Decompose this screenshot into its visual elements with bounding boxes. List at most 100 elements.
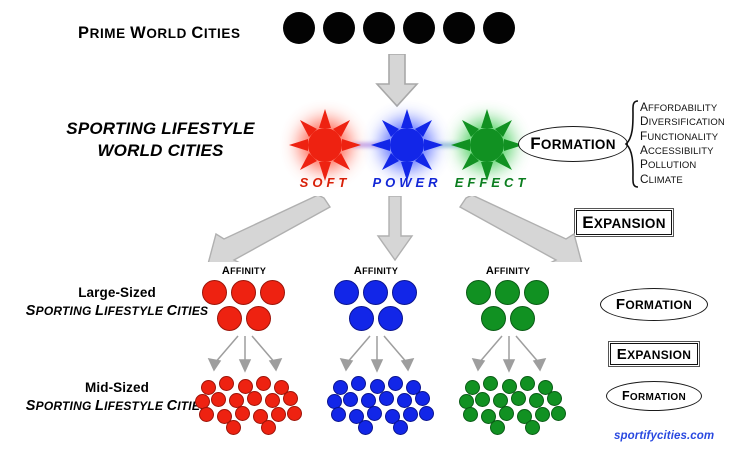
large-sized-tier-label: Large-Sized SPORTING LIFESTYLE CITIES xyxy=(22,285,212,320)
large-city-dot xyxy=(481,306,506,331)
fan-arrows-red-icon xyxy=(207,335,283,373)
prime-city-dot xyxy=(483,12,515,44)
node-effect-burst xyxy=(450,108,524,182)
mid-city-dot xyxy=(397,393,412,408)
affinity-label-green: AFFINITY xyxy=(485,265,531,277)
mid-city-dot xyxy=(238,379,253,394)
large-city-dot xyxy=(349,306,374,331)
formation-badge-mid[interactable]: FORMATION xyxy=(606,381,702,411)
prime-city-dot xyxy=(283,12,315,44)
large-city-dot xyxy=(202,280,227,305)
large-city-dot xyxy=(466,280,491,305)
formation-attribute: POLLUTION xyxy=(640,157,697,172)
fan-arrows-blue-icon xyxy=(339,335,415,373)
mid-city-dot xyxy=(287,406,302,421)
mid-city-dot xyxy=(349,409,364,424)
mid-city-dot xyxy=(406,380,421,395)
mid-sized-tier-label: Mid-Sized SPORTING LIFESTYLE CITIES xyxy=(22,380,212,415)
expansion-badge-top[interactable]: EXPANSION xyxy=(574,208,674,237)
affinity-label-red: AFFINITY xyxy=(221,265,267,277)
arrow-core-to-green-column-icon xyxy=(458,196,583,262)
mid-city-dot xyxy=(520,376,535,391)
mid-city-dot xyxy=(481,409,496,424)
mid-city-dot xyxy=(358,420,373,435)
large-city-dot xyxy=(334,280,359,305)
formation-attribute: AFFORDABILITY xyxy=(640,99,718,114)
mid-city-dot xyxy=(403,407,418,422)
footer-watermark[interactable]: sportifycities.com xyxy=(614,430,715,442)
node-connector xyxy=(432,143,462,147)
mid-city-dot xyxy=(235,406,250,421)
formation-attribute: CLIMATE xyxy=(640,171,683,186)
mid-city-dot xyxy=(483,376,498,391)
large-city-dot xyxy=(217,306,242,331)
large-cluster-blue xyxy=(330,280,422,332)
prime-city-dot xyxy=(403,12,435,44)
mid-city-dot xyxy=(211,392,226,407)
mid-city-dot xyxy=(490,420,505,435)
mid-city-dot xyxy=(499,406,514,421)
mid-cluster-red xyxy=(195,376,302,435)
mid-city-dot xyxy=(367,406,382,421)
mid-city-dot xyxy=(201,380,216,395)
mid-city-dot xyxy=(247,391,262,406)
mid-city-dot xyxy=(217,409,232,424)
large-sized-label-main: Large-Sized xyxy=(78,285,156,300)
mid-city-dot xyxy=(388,376,403,391)
large-sized-label-sub: SPORTING LIFESTYLE CITIES xyxy=(25,302,209,319)
mid-city-dot xyxy=(535,407,550,422)
mid-city-dot xyxy=(419,406,434,421)
mid-city-dot xyxy=(274,380,289,395)
mid-city-dot xyxy=(538,380,553,395)
formation-badge-top-label: FORMATION xyxy=(530,134,616,153)
mid-sized-label-sub: SPORTING LIFESTYLE CITIES xyxy=(25,397,209,414)
mid-city-dot xyxy=(199,407,214,422)
mid-city-dot xyxy=(393,420,408,435)
large-city-dot xyxy=(510,306,535,331)
mid-city-dot xyxy=(265,393,280,408)
mid-city-dot xyxy=(261,420,276,435)
formation-attribute: ACCESSIBILITY xyxy=(640,143,714,157)
mid-city-dot xyxy=(502,379,517,394)
large-city-dot xyxy=(260,280,285,305)
formation-attribute: DIVERSIFICATION xyxy=(640,114,725,129)
sporting-lifestyle-world-cities-title: SPORTING LIFESTYLE WORLD CITIES xyxy=(38,118,283,162)
node-power-burst xyxy=(370,108,444,182)
mid-city-dot xyxy=(226,420,241,435)
mid-city-dot xyxy=(333,380,348,395)
mid-city-dot xyxy=(370,379,385,394)
formation-badge-top[interactable]: FORMATION xyxy=(518,126,628,162)
expansion-badge-bottom-label: EXPANSION xyxy=(616,345,692,363)
node-soft-burst xyxy=(288,108,362,182)
mid-cluster-green xyxy=(459,376,566,435)
large-city-dot xyxy=(495,280,520,305)
slwc-line-1: SPORTING LIFESTYLE xyxy=(66,119,255,138)
expansion-badge-top-label: EXPANSION xyxy=(582,212,666,232)
node-effect-label: EFFECT xyxy=(454,175,530,190)
mid-city-dot xyxy=(351,376,366,391)
mid-city-dot xyxy=(343,392,358,407)
mid-city-dot xyxy=(463,407,478,422)
mid-city-dot xyxy=(379,391,394,406)
large-city-dot xyxy=(392,280,417,305)
large-city-dot xyxy=(246,306,271,331)
formation-badge-large[interactable]: FORMATION xyxy=(600,288,708,321)
mid-sized-label-main: Mid-Sized xyxy=(85,380,149,395)
node-connector xyxy=(352,143,382,147)
mid-city-dot xyxy=(219,376,234,391)
affinity-label-blue: AFFINITY xyxy=(353,265,399,277)
mid-city-dot xyxy=(547,391,562,406)
mid-city-dot xyxy=(525,420,540,435)
prime-city-dot xyxy=(323,12,355,44)
prime-world-cities-title: PRIME WORLD CITIES xyxy=(78,24,241,42)
prime-city-dot xyxy=(443,12,475,44)
curly-brace-icon xyxy=(624,100,639,188)
large-city-dot xyxy=(524,280,549,305)
mid-cluster-blue xyxy=(327,376,434,435)
prime-city-dot xyxy=(363,12,395,44)
formation-badge-mid-label: FORMATION xyxy=(621,389,687,403)
mid-city-dot xyxy=(529,393,544,408)
mid-city-dot xyxy=(551,406,566,421)
expansion-badge-bottom[interactable]: EXPANSION xyxy=(608,341,700,367)
